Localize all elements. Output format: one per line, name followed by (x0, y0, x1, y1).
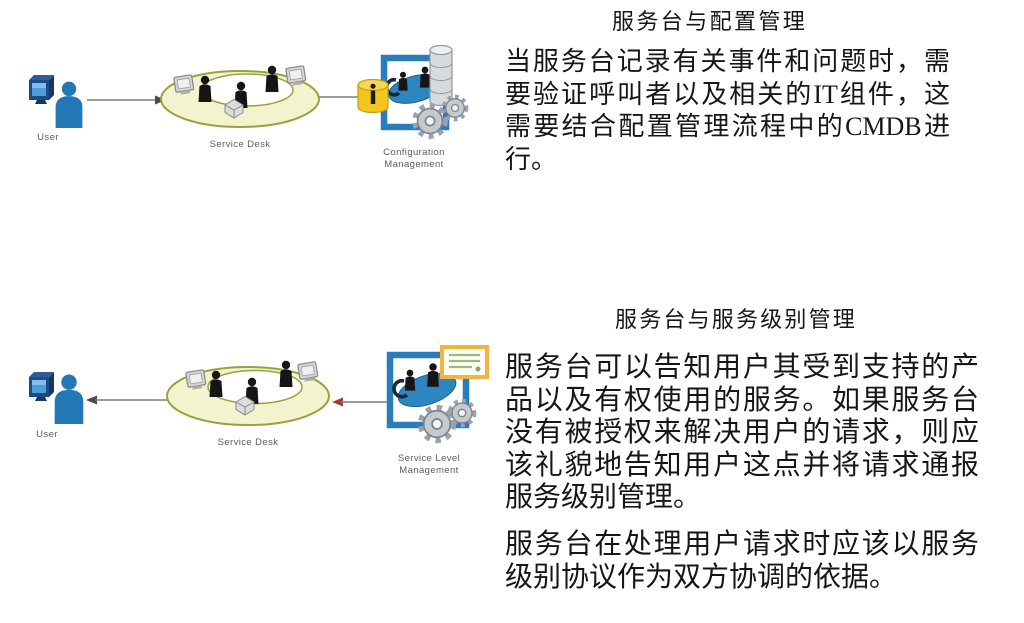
diagram-service-desk-configuration: User Service Desk (29, 44, 480, 170)
service-desk-label: Service Desk (210, 139, 271, 150)
section2-body1: 服务台可以告知用户其受到支持的产 品以及有权使用的服务。如果服务台 没有被授权来… (505, 352, 979, 515)
user-computer-icon (29, 75, 54, 104)
user-icon: User (29, 372, 84, 440)
service-desk-icon: Service Desk (160, 65, 320, 150)
body-text-line: 要验证呼叫者以及相关的IT组件，这 (505, 79, 950, 109)
certificate-icon (440, 345, 489, 379)
arrow-slm-to-desk (332, 397, 392, 407)
service-desk-label: Service Desk (218, 437, 279, 448)
database-icon (429, 44, 453, 107)
configuration-management-icon: Configuration Management (357, 44, 466, 170)
body-text-line: 服务台在处理用户请求时应该以服务 (505, 529, 979, 560)
user-label: User (37, 132, 59, 143)
body-text-line: 服务台可以告知用户其受到支持的产 (505, 352, 979, 383)
service-level-management-label: Management (399, 465, 458, 476)
service-level-management-icon: Service Level Management (386, 345, 489, 476)
service-level-management-label: Service Level (398, 453, 460, 464)
diagram-service-desk-slm: User Service Desk (29, 345, 489, 476)
process-hook (392, 378, 409, 399)
user-person-icon (55, 81, 83, 128)
body-text-line: 没有被授权来解决用户的请求，则应 (505, 417, 979, 448)
user-person-icon (54, 374, 84, 424)
service-desk-icon: Service Desk (166, 360, 330, 448)
body-text-line: 行。 (505, 144, 558, 174)
user-icon: User (29, 75, 83, 143)
desk-agent-icon (279, 360, 293, 387)
body-text-line: 级别协议作为双方协调的依据。 (505, 561, 898, 593)
body-text-line: 当服务台记录有关事件和问题时，需 (505, 47, 950, 76)
arrow-desk-to-user (86, 395, 176, 405)
configuration-management-label: Configuration (383, 147, 445, 158)
section1-body: 当服务台记录有关事件和问题时，需 要验证呼叫者以及相关的IT组件，这 需要结合配… (505, 46, 950, 176)
body-text-line: 需要结合配置管理流程中的CMDB进 (505, 112, 950, 141)
info-cylinder-icon (357, 78, 389, 114)
section1-title: 服务台与配置管理 (612, 9, 808, 34)
user-computer-icon (29, 372, 54, 401)
desk-agent-icon (265, 65, 279, 92)
section2-body2: 服务台在处理用户请求时应该以服务 级别协议作为双方协调的依据。 (505, 529, 979, 594)
body-text-line: 服务级别管理。 (505, 482, 702, 513)
user-label: User (36, 429, 58, 440)
arrow-user-to-desk (87, 95, 166, 105)
body-text-line: 品以及有权使用的服务。如果服务台 (505, 384, 979, 416)
section2-title: 服务台与服务级别管理 (615, 307, 858, 332)
body-text-line: 该礼貌地告知用户这点并将请求通报 (505, 449, 979, 481)
configuration-management-label: Management (384, 159, 443, 170)
